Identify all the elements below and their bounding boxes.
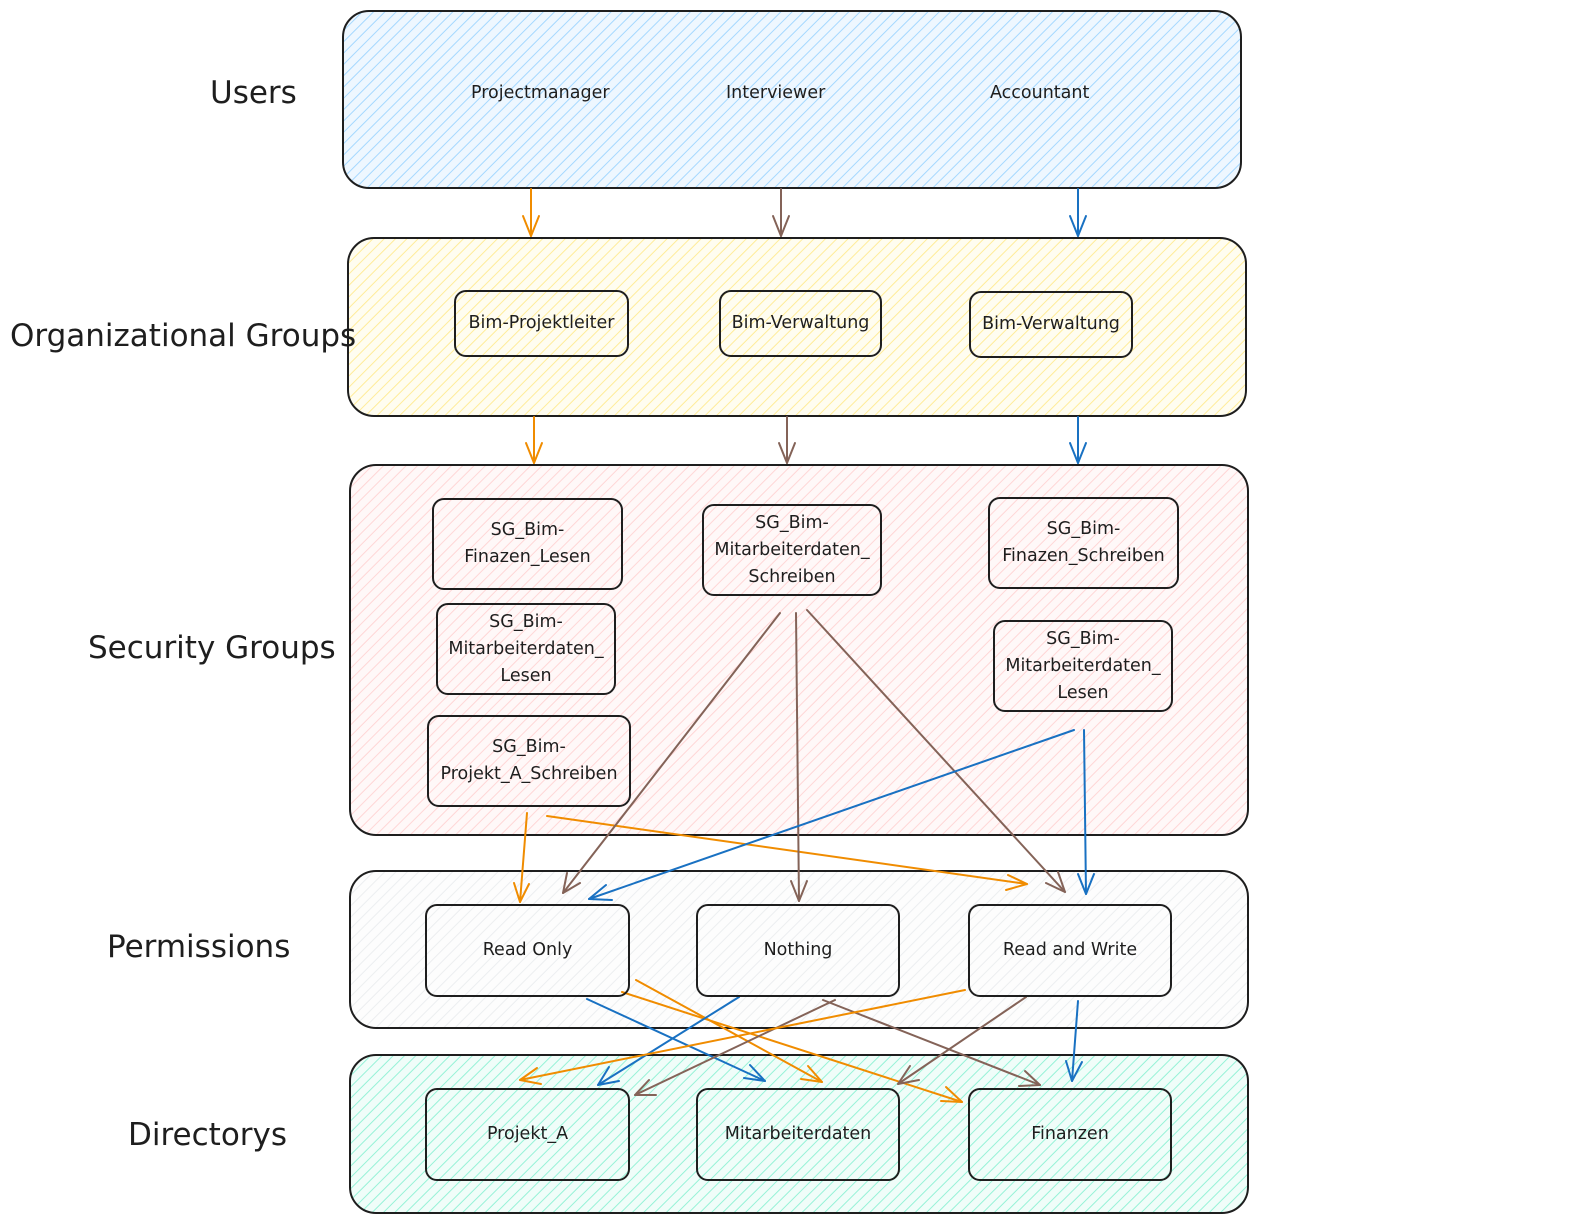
org-group-bim-projektleiter: Bim-Projektleiter (454, 290, 629, 357)
arrow-readonly-mitarbeiterdaten (586, 998, 766, 1082)
directory-mitarbeiterdaten: Mitarbeiterdaten (696, 1088, 900, 1181)
arrow-sg-projekt-readonly (513, 812, 530, 903)
arrow-sg-mitarbeiter-lesen-readwrite (1077, 729, 1095, 895)
arrow-nothing-projekt-2 (634, 999, 836, 1096)
arrow-sg-mitarbeiter-schreiben-readwrite (806, 609, 1066, 893)
permission-nothing: Nothing (696, 904, 900, 997)
user-accountant: Accountant (990, 83, 1090, 103)
org-groups-layer (347, 237, 1247, 417)
arrow-users-org-interviewer (772, 188, 790, 237)
arrow-readwrite-finanzen (1065, 1000, 1083, 1082)
arrow-users-org-projectmanager (522, 188, 540, 237)
arrow-sg-mitarbeiter-schreiben-readonly (562, 612, 781, 894)
sg-bim-mitarbeiterdaten-schreiben: SG_Bim-Mitarbeiterdaten_Schreiben (702, 504, 882, 596)
sg-bim-finazen-lesen: SG_Bim-Finazen_Lesen (432, 498, 623, 590)
directories-layer (349, 1054, 1249, 1214)
arrow-sg-projekt-readwrite (546, 815, 1028, 891)
row-label-security-groups: Security Groups (88, 630, 336, 666)
arrow-sg-mitarbeiter-schreiben-nothing (790, 612, 808, 902)
org-group-bim-verwaltung: Bim-Verwaltung (719, 290, 882, 357)
row-label-users: Users (210, 75, 297, 111)
users-layer (342, 10, 1242, 189)
sg-bim-mitarbeiterdaten-lesen: SG_Bim-Mitarbeiterdaten_Lesen (436, 603, 616, 695)
arrow-readonly-finanzen (621, 991, 963, 1103)
directory-finanzen: Finanzen (968, 1088, 1172, 1181)
row-label-permissions: Permissions (107, 929, 291, 965)
arrow-readwrite-mitarbeiterdaten (897, 996, 1027, 1085)
directory-projekt-a: Projekt_A (425, 1088, 630, 1181)
sg-bim-mitarbeiterdaten-lesen-2: SG_Bim-Mitarbeiterdaten_Lesen (993, 620, 1173, 712)
arrow-org-security-projektleiter (525, 416, 543, 464)
sg-bim-projekt-a-schreiben: SG_Bim-Projekt_A_Schreiben (427, 715, 631, 807)
arrow-nothing-projekt (597, 996, 740, 1086)
user-projectmanager: Projectmanager (471, 83, 610, 103)
permission-read-only: Read Only (425, 904, 630, 997)
sg-bim-finazen-schreiben: SG_Bim-Finazen_Schreiben (988, 497, 1179, 589)
user-interviewer: Interviewer (726, 83, 826, 103)
arrow-nothing-finanzen (822, 999, 1041, 1087)
arrow-org-security-verwaltung-2 (1069, 416, 1087, 464)
row-label-directories: Directorys (128, 1117, 288, 1153)
arrow-sg-mitarbeiter-lesen-readonly (588, 729, 1075, 901)
arrow-users-org-accountant (1069, 188, 1087, 237)
org-group-bim-verwaltung-2: Bim-Verwaltung (969, 291, 1133, 358)
row-label-org-groups: Organizational Groups (10, 318, 357, 354)
arrow-org-security-verwaltung (778, 416, 796, 464)
arrow-readonly-mitarbeiterdaten-2 (635, 979, 823, 1083)
arrow-readwrite-projekt (519, 989, 966, 1085)
permission-read-and-write: Read and Write (968, 904, 1172, 997)
